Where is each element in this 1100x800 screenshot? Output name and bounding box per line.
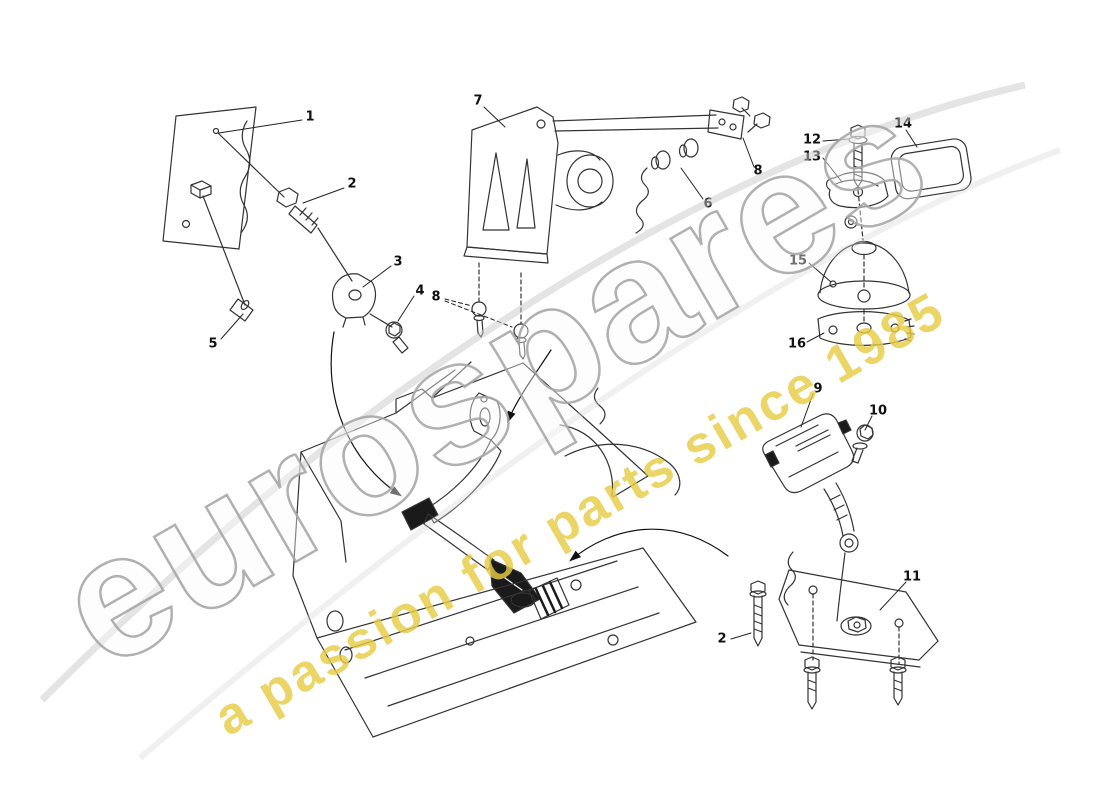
part-number-1: 1 [305,109,315,125]
part-number-11: 11 [902,569,922,585]
part-number-9: 9 [813,381,823,397]
part-number-5: 5 [208,336,218,352]
part-number-8: 8 [753,163,763,179]
part-number-2: 2 [717,631,727,647]
part-number-7: 7 [473,93,483,109]
part-number-14: 14 [893,116,913,132]
part-number-8: 8 [431,289,441,305]
part-number-3: 3 [393,254,403,270]
part-number-15: 15 [788,253,808,269]
part-number-10: 10 [868,403,888,419]
part-number-2: 2 [347,176,357,192]
part-number-4: 4 [415,283,425,299]
part-number-13: 13 [802,149,822,165]
part-number-6: 6 [703,196,713,212]
part-number-16: 16 [787,336,807,352]
part-number-12: 12 [802,132,822,148]
